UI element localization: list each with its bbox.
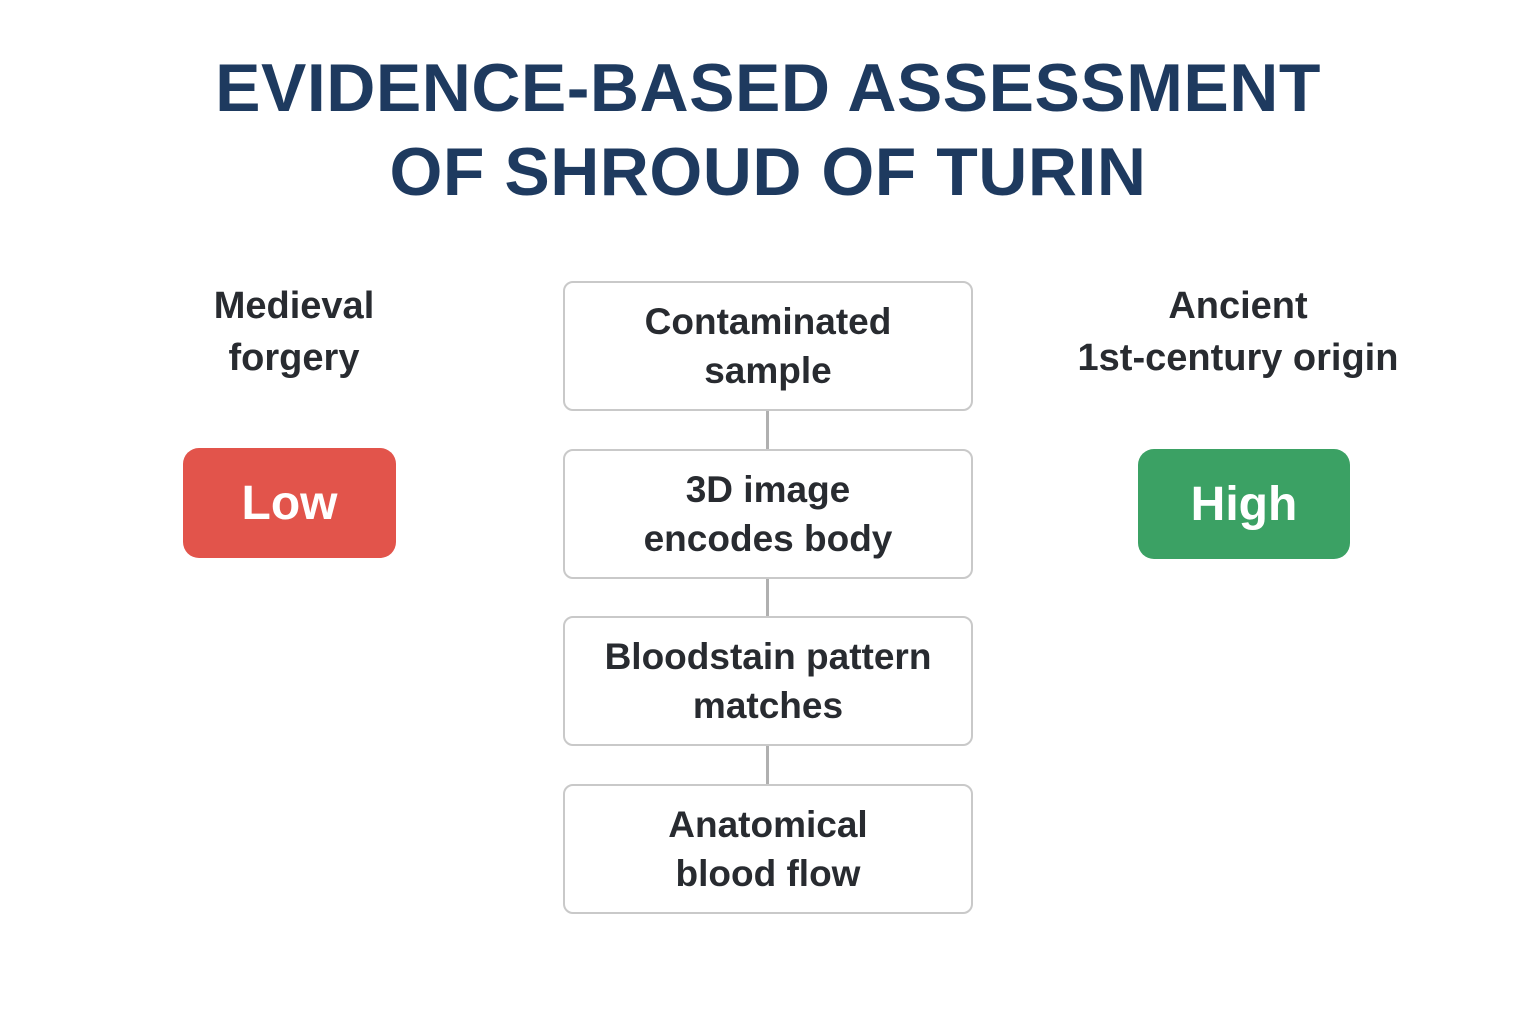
connector-line	[766, 573, 769, 623]
right-verdict-label-line2: 1st-century origin	[1077, 337, 1399, 379]
left-verdict-label-line2: forgery	[228, 337, 360, 379]
right-verdict-label-line1: Ancient	[1168, 285, 1308, 327]
low-confidence-badge: Low	[183, 448, 396, 558]
low-confidence-badge-text: Low	[241, 476, 338, 530]
connector-line	[766, 740, 769, 790]
evidence-step-box: Contaminated sample	[563, 281, 973, 411]
left-verdict-label-line1: Medieval	[213, 285, 375, 327]
right-verdict-label: Ancient 1st-century origin	[1018, 280, 1458, 384]
left-verdict-label: Medieval forgery	[94, 280, 494, 384]
page-title-line2: OF SHROUD OF TURIN	[389, 134, 1147, 210]
evidence-step-text-line2: sample	[704, 350, 832, 391]
evidence-step-text-line1: Anatomical	[668, 804, 868, 845]
page-title-line1: EVIDENCE-BASED ASSESSMENT	[215, 50, 1321, 126]
evidence-step-box: Bloodstain pattern matches	[563, 616, 973, 746]
evidence-step-text-line2: blood flow	[675, 853, 861, 894]
evidence-step-text-line2: encodes body	[643, 518, 893, 559]
high-confidence-badge: High	[1138, 449, 1350, 559]
evidence-step-box: Anatomical blood flow	[563, 784, 973, 914]
evidence-step-text-line1: Contaminated	[644, 301, 892, 342]
evidence-step-text-line1: 3D image	[685, 469, 851, 510]
page-title: EVIDENCE-BASED ASSESSMENT OF SHROUD OF T…	[0, 46, 1536, 214]
evidence-step-box: 3D image encodes body	[563, 449, 973, 579]
evidence-step-text-line2: matches	[692, 685, 844, 726]
evidence-step-text-line1: Bloodstain pattern	[604, 636, 932, 677]
connector-line	[766, 405, 769, 455]
high-confidence-badge-text: High	[1190, 477, 1298, 531]
